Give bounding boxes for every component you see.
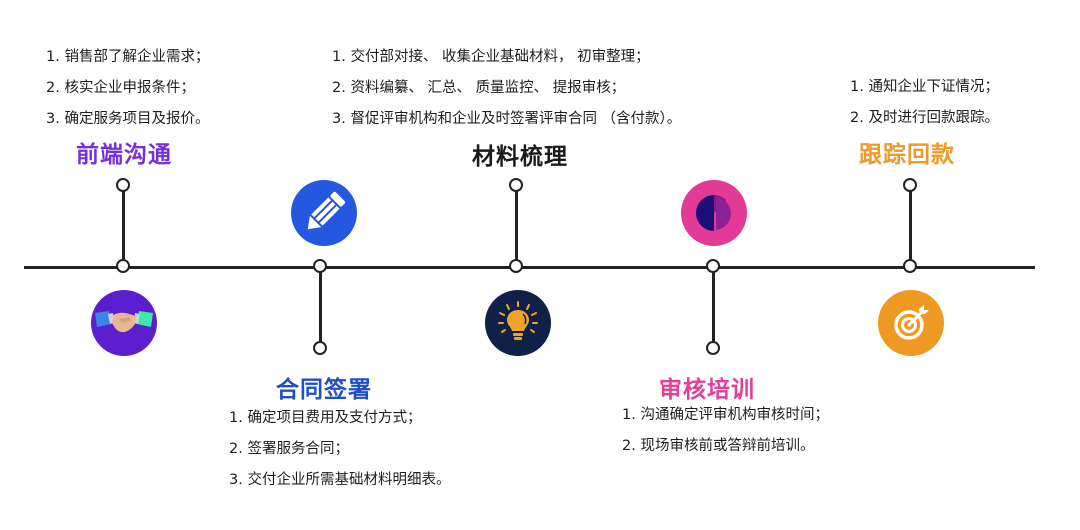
- stage-contract-axis-node[interactable]: [313, 259, 327, 273]
- stage-materials-items: 1. 交付部对接、 收集企业基础材料， 初审整理； 2. 资料编纂、 汇总、 质…: [332, 42, 681, 135]
- stage-training-items: 1. 沟通确定评审机构审核时间； 2. 现场审核前或答辩前培训。: [622, 400, 829, 462]
- stage-contract-title: 合同签署: [276, 377, 372, 403]
- list-item: 1. 确定项目费用及支付方式；: [229, 410, 422, 426]
- stage-materials-connector: [515, 185, 518, 267]
- list-item: 3. 确定服务项目及报价。: [46, 111, 210, 127]
- stage-frontend-axis-node[interactable]: [116, 259, 130, 273]
- stage-training-end-node: [706, 341, 720, 355]
- timeline-axis: [24, 266, 1035, 269]
- stage-training-title: 审核培训: [659, 377, 755, 403]
- list-item: 3. 督促评审机构和企业及时签署评审合同 （含付款）。: [332, 111, 682, 127]
- list-item: 2. 资料编纂、 汇总、 质量监控、 提报审核；: [332, 80, 626, 96]
- stage-training-badge: [681, 180, 747, 246]
- list-item: 2. 核实企业申报条件；: [46, 80, 195, 96]
- list-item: 2. 及时进行回款跟踪。: [850, 110, 999, 126]
- lightbulb-icon: [485, 290, 551, 356]
- stage-payment-end-node: [903, 178, 917, 192]
- list-item: 1. 沟通确定评审机构审核时间；: [622, 407, 829, 423]
- stage-frontend-items: 1. 销售部了解企业需求； 2. 核实企业申报条件； 3. 确定服务项目及报价。: [46, 42, 209, 135]
- stage-contract-items: 1. 确定项目费用及支付方式； 2. 签署服务合同； 3. 交付企业所需基础材料…: [229, 403, 450, 496]
- stage-materials-axis-node[interactable]: [509, 259, 523, 273]
- stage-contract-badge: [291, 180, 357, 246]
- stage-materials-badge: [485, 290, 551, 356]
- target-icon: [878, 290, 944, 356]
- stage-payment-connector: [909, 185, 912, 267]
- stage-frontend-badge: [91, 290, 157, 356]
- stage-frontend-connector: [122, 185, 125, 267]
- stage-contract-connector: [319, 272, 322, 342]
- stage-training-axis-node[interactable]: [706, 259, 720, 273]
- list-item: 3. 交付企业所需基础材料明细表。: [229, 472, 451, 488]
- stage-materials-end-node: [509, 178, 523, 192]
- list-item: 2. 现场审核前或答辩前培训。: [622, 438, 815, 454]
- stage-payment-badge: [878, 290, 944, 356]
- stage-payment-axis-node[interactable]: [903, 259, 917, 273]
- stage-training-connector: [712, 272, 715, 342]
- stage-materials-title: 材料梳理: [472, 144, 568, 170]
- stage-frontend-title: 前端沟通: [76, 142, 172, 168]
- handshake-icon: [91, 290, 157, 356]
- stage-payment-items: 1. 通知企业下证情况； 2. 及时进行回款跟踪。: [850, 72, 999, 134]
- pencil-icon: [291, 180, 357, 246]
- pie-chart-icon: [681, 180, 747, 246]
- list-item: 1. 通知企业下证情况；: [850, 79, 999, 95]
- stage-contract-end-node: [313, 341, 327, 355]
- list-item: 1. 销售部了解企业需求；: [46, 49, 210, 65]
- stage-payment-title: 跟踪回款: [859, 142, 955, 168]
- list-item: 2. 签署服务合同；: [229, 441, 349, 457]
- stage-frontend-end-node: [116, 178, 130, 192]
- list-item: 1. 交付部对接、 收集企业基础材料， 初审整理；: [332, 49, 650, 65]
